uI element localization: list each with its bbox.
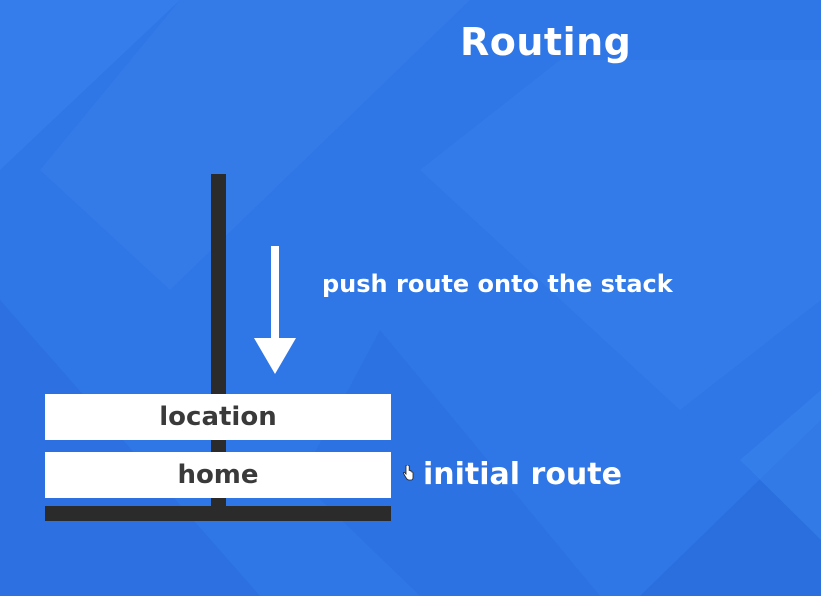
route-block-location: location [45, 394, 391, 440]
down-arrow-icon [254, 246, 296, 374]
route-block-label: location [159, 402, 277, 432]
push-route-label: push route onto the stack [322, 270, 673, 298]
initial-route-label: initial route [423, 457, 622, 492]
hand-cursor-icon [402, 465, 414, 481]
stack-base [45, 506, 391, 521]
slide-title: Routing [460, 20, 632, 64]
route-block-label: home [177, 460, 259, 490]
route-block-home: home [45, 452, 391, 498]
